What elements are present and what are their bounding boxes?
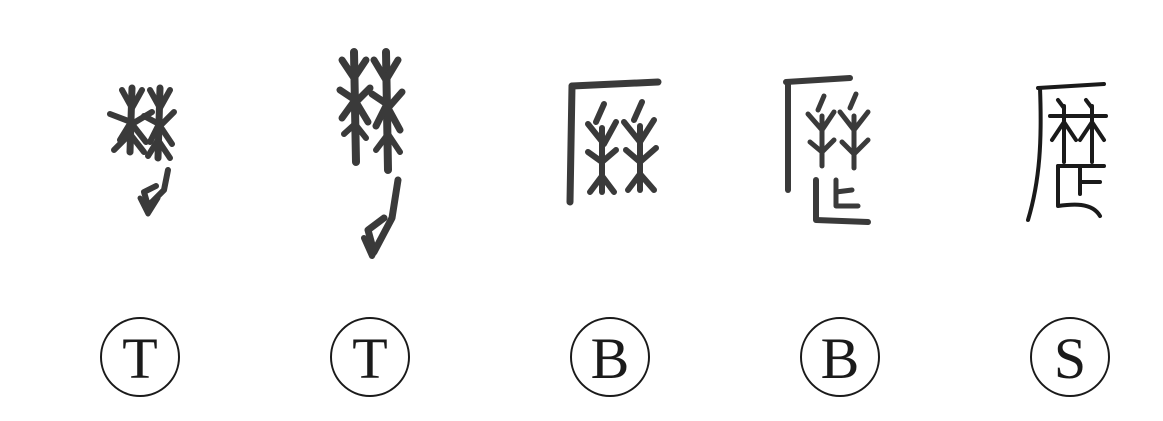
seal-script-glyph (1000, 30, 1160, 280)
script-label-text: T (352, 326, 388, 391)
char-column-4: B (760, 0, 920, 421)
script-label-circle: T (100, 317, 180, 397)
script-label-circle: B (800, 317, 880, 397)
script-label-circle: T (330, 317, 410, 397)
script-label-text: S (1053, 326, 1087, 391)
script-label-circle: B (570, 317, 650, 397)
script-label-text: T (122, 326, 158, 391)
oracle-bone-glyph-1 (60, 30, 220, 280)
char-column-3: B (530, 0, 690, 421)
bronze-glyph-1 (530, 30, 690, 280)
char-column-5: S (1000, 0, 1150, 421)
char-column-1: T (60, 0, 220, 421)
script-label-circle: S (1030, 317, 1110, 397)
script-label-text: B (590, 326, 630, 391)
oracle-bone-glyph-2 (290, 30, 450, 280)
bronze-glyph-2 (760, 30, 920, 280)
char-column-2: T (290, 0, 450, 421)
script-label-text: B (820, 326, 860, 391)
